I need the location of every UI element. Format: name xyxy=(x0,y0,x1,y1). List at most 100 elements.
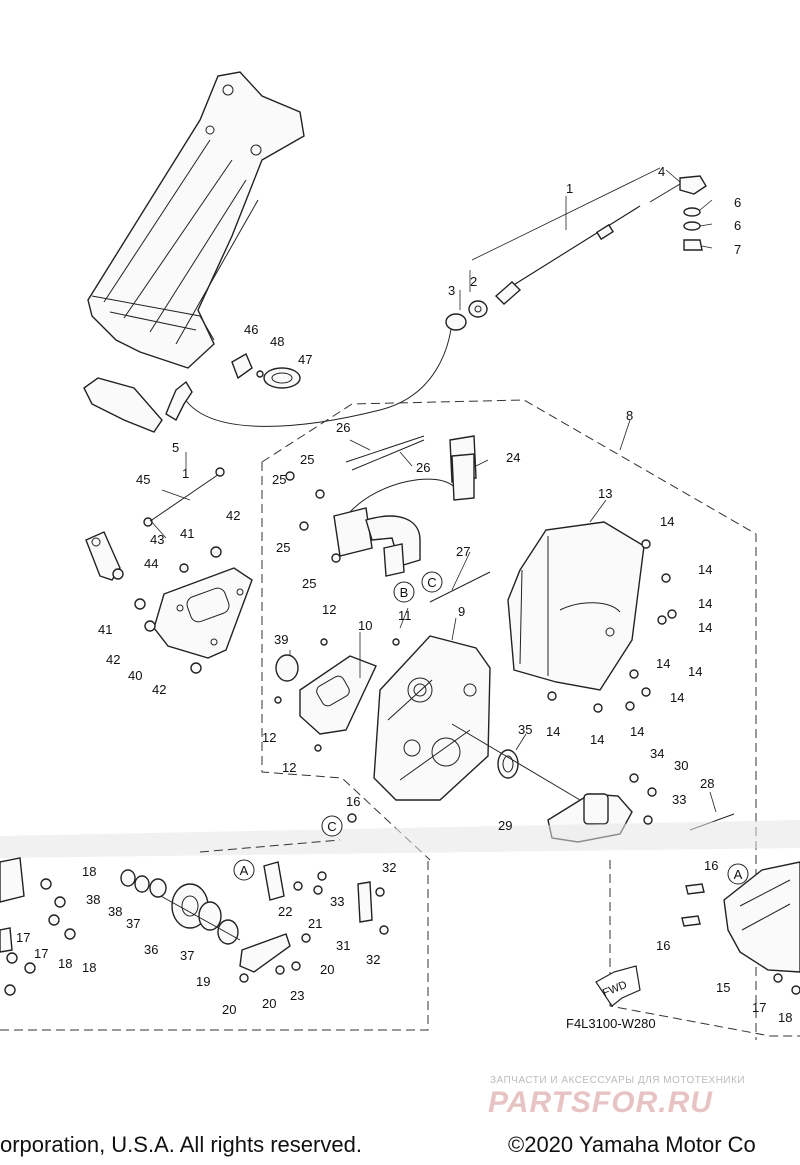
callout: 31 xyxy=(336,938,350,953)
svg-text:C: C xyxy=(427,575,436,590)
callout: 6 xyxy=(734,218,741,233)
callout-numbers: 1 1 2 3 4 5 6 6 7 8 9 10 11 12 12 12 13 … xyxy=(16,164,792,1025)
callout: 20 xyxy=(222,1002,236,1017)
callout: 3 xyxy=(448,283,455,298)
callout: 41 xyxy=(98,622,112,637)
svg-text:A: A xyxy=(734,867,743,882)
callout: 26 xyxy=(416,460,430,475)
lower-gear-assembly xyxy=(0,857,373,973)
cover-13 xyxy=(507,521,645,691)
callout: 45 xyxy=(136,472,150,487)
callout: 44 xyxy=(144,556,158,571)
callout: 46 xyxy=(244,322,258,337)
callout: 23 xyxy=(290,988,304,1003)
callout: 35 xyxy=(518,722,532,737)
callout: 37 xyxy=(180,948,194,963)
callout: 18 xyxy=(82,960,96,975)
callout: 12 xyxy=(262,730,276,745)
callout: 25 xyxy=(272,472,286,487)
section-marker-c-lower: C xyxy=(321,815,343,837)
throttle-cable xyxy=(165,175,707,427)
section-marker-a-left: A xyxy=(233,859,255,881)
callout: 18 xyxy=(58,956,72,971)
callout: 8 xyxy=(626,408,633,423)
callout: 14 xyxy=(698,620,712,635)
callout: 7 xyxy=(734,242,741,257)
callout: 14 xyxy=(590,732,604,747)
callout: 6 xyxy=(734,195,741,210)
callout: 20 xyxy=(320,962,334,977)
callout: 10 xyxy=(358,618,372,633)
leader-lines xyxy=(149,167,717,813)
callout: 27 xyxy=(456,544,470,559)
section-marker-b: B xyxy=(393,581,415,603)
callout: 36 xyxy=(144,942,158,957)
callout: 25 xyxy=(276,540,290,555)
watermark-tagline: ЗАПЧАСТИ И АКСЕССУАРЫ ДЛЯ МОТОТЕХНИКИ xyxy=(490,1075,745,1086)
callout: 14 xyxy=(546,724,560,739)
section-marker-a-right: A xyxy=(727,863,749,885)
bushing-39 xyxy=(275,654,299,682)
callout: 38 xyxy=(108,904,122,919)
callout: 16 xyxy=(656,938,670,953)
callout: 20 xyxy=(262,996,276,1011)
callout: 25 xyxy=(302,576,316,591)
section-marker-c-upper: C xyxy=(421,571,443,593)
callout: 16 xyxy=(346,794,360,809)
callout: 28 xyxy=(700,776,714,791)
callout: 37 xyxy=(126,916,140,931)
callout: 25 xyxy=(300,452,314,467)
callout: 1 xyxy=(182,466,189,481)
callout: 32 xyxy=(382,860,396,875)
callout: 13 xyxy=(598,486,612,501)
lever-assembly xyxy=(85,467,225,581)
callout: 16 xyxy=(704,858,718,873)
callout: 9 xyxy=(458,604,465,619)
callout: 22 xyxy=(278,904,292,919)
callout: 17 xyxy=(752,1000,766,1015)
handle-bracket xyxy=(83,71,305,433)
fwd-arrow-icon: FWD xyxy=(595,965,641,1007)
callout: 30 xyxy=(674,758,688,773)
callout: 11 xyxy=(398,608,412,623)
lower-assembly-boundary xyxy=(0,839,429,1031)
callout: 19 xyxy=(196,974,210,989)
mounting-plate-40 xyxy=(153,567,253,659)
callout: 14 xyxy=(656,656,670,671)
callout: 42 xyxy=(106,652,120,667)
watermark-brand: PARTSFOR.RU xyxy=(488,1086,713,1119)
callout: 14 xyxy=(698,562,712,577)
callout: 2 xyxy=(470,274,477,289)
callout: 14 xyxy=(630,724,644,739)
callout: 5 xyxy=(172,440,179,455)
callout: 17 xyxy=(34,946,48,961)
gasket-10 xyxy=(299,655,377,735)
callout: 34 xyxy=(650,746,664,761)
callout: 14 xyxy=(670,690,684,705)
assembly-boundary-8 xyxy=(261,399,757,1040)
callout: 33 xyxy=(672,792,686,807)
callout: 17 xyxy=(16,930,30,945)
diagram-code: F4L3100-W280 xyxy=(566,1016,656,1031)
gear-housing-9 xyxy=(373,635,491,801)
cable-clamp-parts xyxy=(231,353,301,389)
callout: 42 xyxy=(152,682,166,697)
callout: 14 xyxy=(688,664,702,679)
callout: 48 xyxy=(270,334,284,349)
callout: 29 xyxy=(498,818,512,833)
callout: 12 xyxy=(322,602,336,617)
callout: 47 xyxy=(298,352,312,367)
callout: 18 xyxy=(82,864,96,879)
callout: 4 xyxy=(658,164,665,179)
callout: 33 xyxy=(330,894,344,909)
callout: 38 xyxy=(86,892,100,907)
callout: 12 xyxy=(282,760,296,775)
svg-text:A: A xyxy=(240,863,249,878)
callout: 21 xyxy=(308,916,322,931)
bracket-15 xyxy=(681,861,800,973)
callout: 32 xyxy=(366,952,380,967)
callout: 1 xyxy=(566,181,573,196)
svg-text:C: C xyxy=(327,819,336,834)
callout: 39 xyxy=(274,632,288,647)
